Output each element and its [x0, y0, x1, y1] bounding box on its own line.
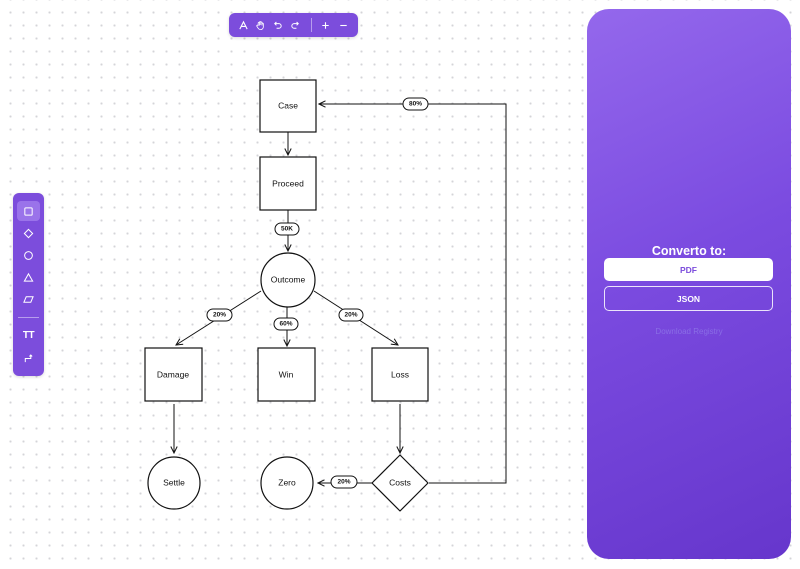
edge-label-outcome-loss: 20%: [344, 312, 357, 319]
edge-label-pill: [273, 317, 299, 331]
top-toolbar: [229, 13, 358, 37]
edge-label-outcome-win: 60%: [279, 321, 292, 328]
edge-label-outcome-damage: 20%: [213, 312, 226, 319]
node-settle[interactable]: [147, 456, 201, 510]
edge-label-pill: [402, 97, 429, 111]
diamond-icon[interactable]: [17, 223, 40, 243]
convert-panel: Converto to: PDF JSON Download Registry: [587, 9, 791, 559]
hand-icon[interactable]: [250, 13, 270, 37]
edge-label-pill: [274, 222, 300, 236]
zoom-in-icon[interactable]: [315, 13, 335, 37]
node-outcome-label: Outcome: [271, 274, 306, 284]
node-loss-label: Loss: [391, 369, 409, 379]
node-win[interactable]: [257, 347, 316, 402]
triangle-icon[interactable]: [17, 267, 40, 287]
toolbar-divider: [18, 317, 39, 318]
node-damage-label: Damage: [157, 369, 189, 379]
json-button[interactable]: JSON: [604, 286, 773, 311]
text-tool-icon[interactable]: [233, 13, 253, 37]
node-damage[interactable]: [144, 347, 203, 402]
parallelogram-icon[interactable]: [17, 289, 40, 309]
zoom-out-icon[interactable]: [333, 13, 353, 37]
redo-icon[interactable]: [285, 13, 305, 37]
pdf-button[interactable]: PDF: [604, 258, 773, 281]
node-case-label: Case: [278, 100, 298, 110]
node-zero[interactable]: [260, 456, 314, 510]
node-outcome[interactable]: [260, 252, 316, 308]
shapes-toolbar: TT: [13, 193, 44, 376]
undo-icon[interactable]: [267, 13, 287, 37]
circle-icon[interactable]: [17, 245, 40, 265]
text-size-icon[interactable]: TT: [17, 325, 40, 345]
rectangle-icon[interactable]: [17, 201, 40, 221]
edge-label-pill: [330, 475, 358, 489]
node-zero-label: Zero: [278, 477, 296, 487]
node-case[interactable]: [259, 79, 317, 133]
edge-label-costs-case: 80%: [409, 101, 422, 108]
edge-costs-case[interactable]: [319, 104, 507, 484]
node-costs-label: Costs: [389, 477, 411, 487]
edge-label-pill: [338, 308, 364, 322]
node-loss[interactable]: [371, 347, 429, 402]
node-proceed-label: Proceed: [272, 178, 304, 188]
edge-label-costs-zero: 20%: [337, 479, 350, 486]
edge-label-proceed-outcome: 50K: [281, 226, 293, 233]
flowchart: Case Proceed Outcome Damage Win Loss Set…: [144, 79, 507, 512]
text-size-glyph: TT: [22, 329, 35, 341]
node-win-label: Win: [279, 369, 294, 379]
toolbar-divider: [311, 18, 312, 32]
connector-icon[interactable]: [17, 348, 40, 368]
node-settle-label: Settle: [163, 477, 185, 487]
node-proceed[interactable]: [259, 156, 317, 211]
panel-title: Converto to:: [651, 244, 727, 258]
edge-label-pill: [206, 308, 233, 322]
download-registry-link[interactable]: Download Registry: [655, 327, 723, 336]
node-costs[interactable]: [371, 454, 429, 512]
